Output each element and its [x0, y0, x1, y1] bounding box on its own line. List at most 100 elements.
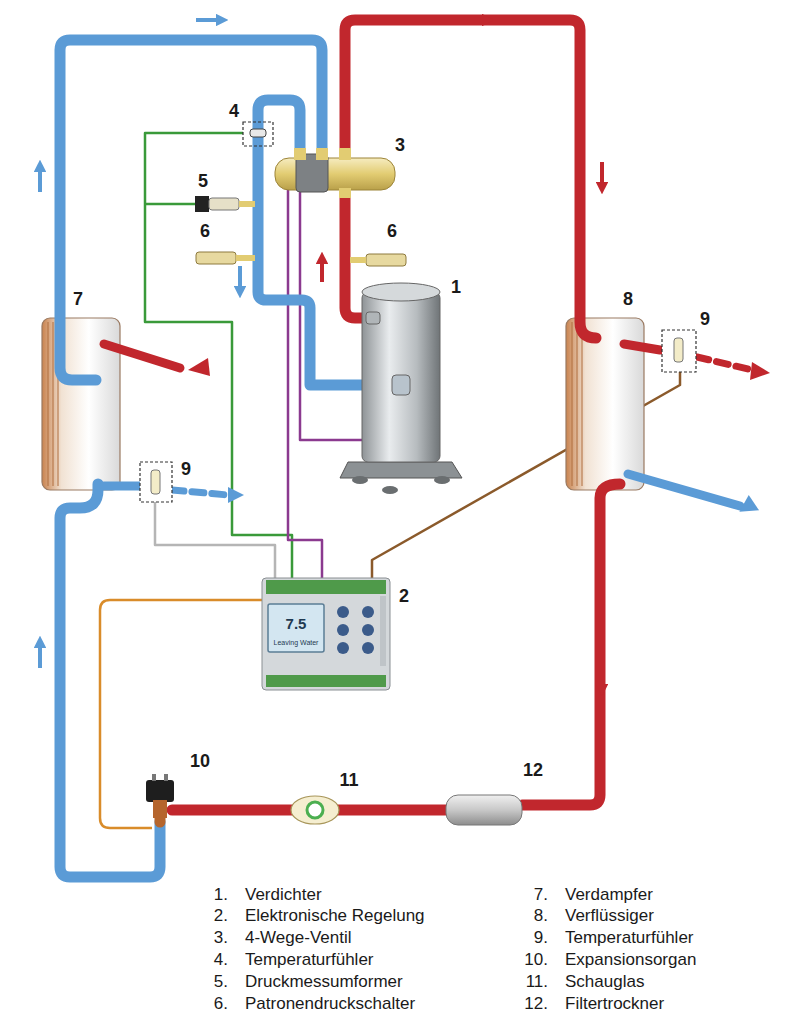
expansion-valve: [146, 774, 174, 818]
filter-drier-part: [446, 795, 522, 825]
water-line-part: [739, 494, 762, 518]
water-line-part: [750, 362, 770, 380]
control-wire: [100, 133, 680, 828]
legend-number: 10.: [524, 951, 548, 970]
legend-number: 9.: [534, 929, 548, 948]
pressure-switch-part: [196, 252, 236, 264]
legend-number: 12.: [524, 995, 548, 1014]
flow-arrow-part: [320, 258, 324, 282]
callout-number: 9: [181, 460, 191, 480]
expansion-valve-part: [153, 800, 167, 818]
callout-number: 5: [198, 172, 208, 192]
expansion-valve-part: [164, 774, 168, 781]
control-wire-part: [145, 203, 195, 206]
control-wire-part: [145, 133, 292, 578]
electronic-controller-part: [337, 642, 349, 654]
callout-number: 4: [229, 102, 239, 122]
expansion-valve-part: [146, 780, 174, 802]
temperature-sensor-part: [140, 462, 172, 502]
electronic-controller-part: [337, 624, 349, 636]
flow-arrow-part: [38, 642, 42, 668]
compressor-part: [392, 375, 410, 395]
pressure-transducer-part: [195, 196, 209, 212]
refrigerant-pipe-part: [60, 484, 160, 877]
legend-number: 3.: [214, 929, 228, 948]
electronic-controller-part: [262, 578, 390, 690]
pressure-transducer-part: [209, 198, 239, 210]
callout-number: 2: [399, 587, 409, 607]
four-way-valve-part: [316, 148, 328, 160]
flow-arrow-part: [38, 166, 42, 192]
temperature-sensor-part: [662, 330, 696, 372]
refrigerant-pipe-part: [522, 484, 620, 805]
control-wire-part: [155, 500, 275, 578]
water-line-part: [697, 357, 752, 370]
legend-text: Elektronische Regelung: [245, 907, 425, 926]
legend-text: Patronendruckschalter: [245, 995, 415, 1014]
refrigerant-pipe-part: [60, 40, 322, 380]
legend-text: Filtertrockner: [565, 995, 664, 1014]
flow-arrow-part: [238, 266, 242, 292]
pressure-switch-part: [366, 254, 406, 266]
legend-text: Verflüssiger: [565, 907, 654, 926]
flow-arrow-part: [600, 162, 604, 188]
electronic-controller-part: [362, 642, 374, 654]
four-way-valve-part: [339, 148, 351, 160]
callout-number: 12: [523, 761, 543, 781]
legend-number: 4.: [214, 951, 228, 970]
temperature-sensor-part: [243, 122, 273, 146]
four-way-valve-part: [339, 188, 351, 198]
legend-text: Expansionsorgan: [565, 951, 696, 970]
callout-number: 7: [73, 290, 83, 310]
electronic-controller-part: [380, 596, 386, 666]
compressor-part: [434, 476, 450, 484]
four-way-valve: [275, 148, 395, 198]
condenser-plate-part: [572, 322, 582, 486]
legend-number: 5.: [214, 973, 228, 992]
refrigerant-pipe: [60, 20, 620, 877]
legend-number: 7.: [534, 886, 548, 905]
legend-text: Verdampfer: [565, 886, 653, 905]
compressor: [340, 283, 462, 494]
pressure-switch-part: [350, 257, 366, 263]
legend-text: Druckmessumformer: [245, 973, 403, 992]
sight-glass: [291, 796, 339, 824]
sight-glass-part: [291, 796, 339, 824]
legend-number: 11.: [526, 973, 548, 992]
flow-arrow-part: [196, 18, 222, 22]
four-way-valve-part: [294, 148, 306, 160]
compressor-part: [382, 486, 398, 494]
water-line-part: [104, 344, 180, 368]
display-text: Leaving Water: [274, 639, 319, 647]
legend-text: Temperaturfühler: [565, 929, 694, 948]
pressure-transducer: [195, 196, 255, 212]
compressor-part: [366, 312, 380, 324]
callout-number: 3: [395, 136, 405, 156]
legend-number: 2.: [214, 907, 228, 926]
water-line-part: [624, 344, 660, 350]
electronic-controller-part: [266, 675, 386, 687]
flow-arrow-part: [462, 18, 488, 22]
temperature-sensor-part: [250, 129, 266, 137]
compressor-part: [352, 476, 368, 484]
filter-drier: [446, 795, 522, 825]
legend-text: Temperaturfühler: [245, 951, 374, 970]
compressor-part: [362, 292, 440, 462]
pressure-switch-part: [236, 255, 255, 261]
pressure-transducer-part: [239, 201, 255, 207]
callout-number: 9: [700, 310, 710, 330]
sight-glass-part: [307, 802, 323, 818]
legend-number: 8.: [534, 907, 548, 926]
compressor-part: [362, 283, 440, 301]
four-way-valve-part: [275, 158, 395, 190]
expansion-valve-part: [152, 774, 156, 781]
temperature-sensor-part: [674, 338, 683, 362]
legend-text: Schauglas: [565, 973, 644, 992]
electronic-controller-part: [266, 580, 386, 594]
compressor-part: [340, 462, 462, 478]
legend-number: 1.: [214, 886, 228, 905]
electronic-controller-part: [362, 624, 374, 636]
pressure-switch: [196, 252, 406, 266]
water-line-part: [628, 474, 740, 506]
